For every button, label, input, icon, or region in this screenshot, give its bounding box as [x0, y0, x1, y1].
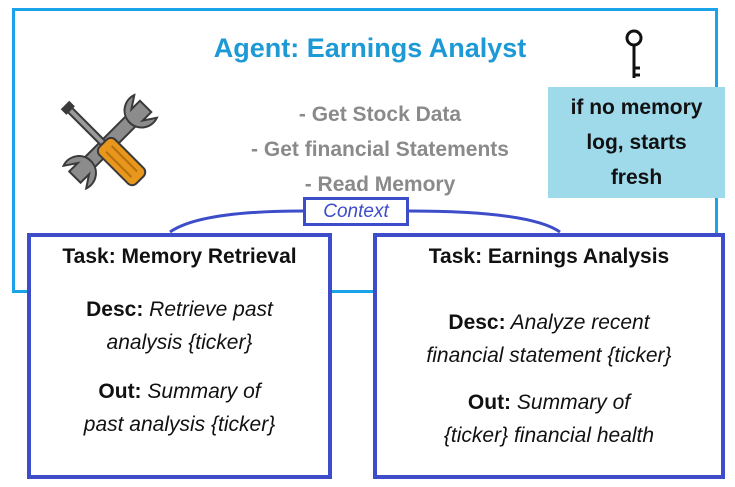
task-earnings-analysis: Task: Earnings Analysis Desc: Analyze re… [373, 233, 725, 479]
memory-note-line: fresh [610, 166, 663, 189]
tool-item-get-stock-data: - Get Stock Data [298, 103, 462, 126]
memory-note: if no memory log, starts fresh [548, 87, 725, 198]
out-label: Out: [98, 380, 142, 403]
tool-item-get-financial-statements: - Get financial Statements [251, 138, 509, 161]
desc-text: analysis {ticker} [106, 331, 253, 354]
task-title: Task: Earnings Analysis [428, 245, 670, 268]
tool-item-read-memory: - Read Memory [304, 173, 456, 196]
desc-text: Retrieve past [143, 298, 273, 321]
task-description: Desc: Retrieve past analysis {ticker} [31, 293, 328, 359]
out-text: Summary of [511, 391, 631, 414]
memory-note-line: log, starts [586, 131, 687, 154]
out-text: past analysis {ticker} [83, 413, 276, 436]
task-description: Desc: Analyze recent financial statement… [377, 306, 721, 372]
agent-title: Agent: Earnings Analyst [213, 33, 527, 63]
task-title: Task: Memory Retrieval [62, 245, 297, 268]
out-text: Summary of [141, 380, 261, 403]
desc-text: financial statement {ticker} [426, 344, 672, 367]
context-label: Context [303, 197, 409, 226]
task-output: Out: Summary of past analysis {ticker} [31, 375, 328, 441]
out-label: Out: [467, 391, 512, 414]
desc-label: Desc: [448, 311, 506, 334]
key-icon [625, 29, 643, 78]
out-text: {ticker} financial health [443, 424, 655, 447]
tools-icon [60, 93, 159, 191]
task-output: Out: Summary of {ticker} financial healt… [377, 386, 721, 452]
desc-label: Desc: [86, 298, 144, 321]
memory-note-line: if no memory [570, 96, 703, 119]
tool-list: - Get Stock Data - Get financial Stateme… [215, 97, 545, 202]
desc-text: Analyze recent [505, 311, 650, 334]
task-memory-retrieval: Task: Memory Retrieval Desc: Retrieve pa… [27, 233, 332, 479]
